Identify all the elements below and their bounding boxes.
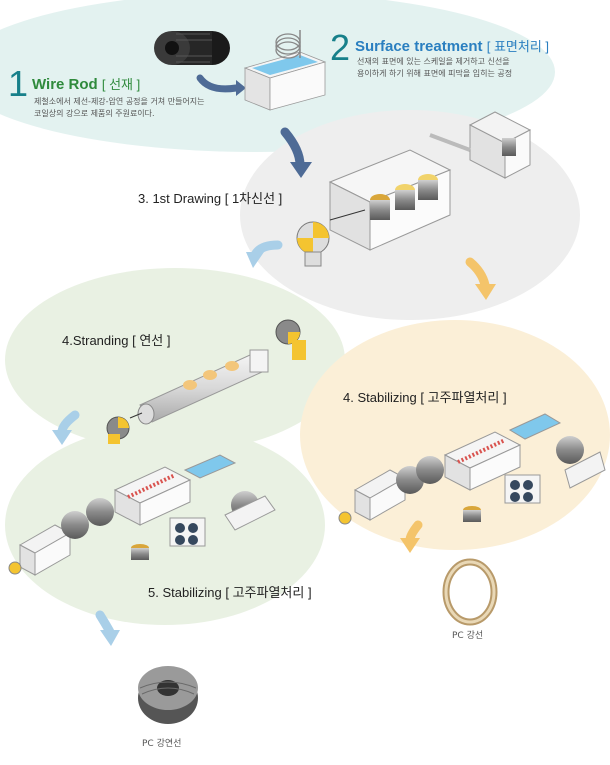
stranding-label-en: 4.Stranding <box>62 333 129 348</box>
surface-title: Surface treatment [ 표면처리 ] <box>355 36 549 55</box>
drawing-label: 3. 1st Drawing [ 1차신선 ] <box>138 188 282 207</box>
arrow-head <box>236 80 246 96</box>
wire-rod-title: Wire Rod [ 선재 ] <box>32 74 140 93</box>
stabilizing-4-line-icon <box>338 413 606 525</box>
stabilizing-5-zone <box>5 425 325 625</box>
stabilizing-4-label: 4. Stabilizing [ 고주파열처리 ] <box>343 387 507 406</box>
pc-wire-label: PC 강선 <box>452 631 484 641</box>
arrow-head <box>400 538 420 553</box>
stabilizing-4-label-en: 4. Stabilizing <box>343 390 417 405</box>
drawing-label-en: 3. 1st Drawing <box>138 191 222 206</box>
pc-strand-coil-icon <box>138 666 198 724</box>
wire-rod-step-number: 1 <box>8 63 29 104</box>
pc-wire-coil-icon <box>442 558 498 626</box>
stranding-zone <box>5 268 345 452</box>
drawing-label-ko: [ 1차신선 ] <box>224 191 283 206</box>
wire-rod-desc-line2: 코일상의 강으로 제품의 주원료이다. <box>34 109 155 118</box>
surface-title-ko: [ 표면처리 ] <box>486 39 550 54</box>
stabilizing-5-label-en: 5. Stabilizing <box>148 585 222 600</box>
stabilizing-4-label-ko: [ 고주파열처리 ] <box>420 390 507 405</box>
wire-rod-title-ko: [ 선재 ] <box>101 77 141 92</box>
surface-step-number: 2 <box>330 27 351 68</box>
surface-treatment-tank-icon <box>243 30 327 111</box>
arrow-head <box>475 284 496 300</box>
stranding-machine-icon <box>106 319 306 444</box>
drawing-machine-icon <box>296 111 532 267</box>
surface-description: 선재의 표면에 있는 스케일을 제거하고 신선을 용이하게 하기 위해 표면에 … <box>357 56 512 80</box>
wire-rod-desc-line1: 제철소에서 제선-제강-압연 공정을 거쳐 만들어지는 <box>34 97 205 106</box>
wire-rod-description: 제철소에서 제선-제강-압연 공정을 거쳐 만들어지는 코일상의 강으로 제품의… <box>34 96 205 120</box>
arrow-head <box>100 630 120 646</box>
pc-strand-label: PC 강연선 <box>142 739 182 749</box>
surface-desc-line2: 용이하게 하기 위해 표면에 피막을 입히는 공정 <box>357 69 513 78</box>
arrow-drawing-to-stabilizing4 <box>465 257 490 290</box>
stabilizing-5-line-icon <box>8 454 276 576</box>
stranding-label-ko: [ 연선 ] <box>132 333 171 348</box>
surface-title-en: Surface treatment <box>355 38 483 55</box>
stabilizing-5-label: 5. Stabilizing [ 고주파열처리 ] <box>148 582 312 601</box>
arrow-rod-to-surface <box>196 74 240 93</box>
stabilizing-5-label-ko: [ 고주파열처리 ] <box>225 585 312 600</box>
stranding-label: 4.Stranding [ 연선 ] <box>62 330 171 349</box>
arrow-head <box>290 162 312 178</box>
surface-desc-line1: 선재의 표면에 있는 스케일을 제거하고 신선을 <box>357 57 510 66</box>
wire-rod-coil-icon <box>154 31 230 65</box>
arrow-head <box>52 430 72 445</box>
wire-rod-title-en: Wire Rod <box>32 76 98 93</box>
arrow-head <box>246 252 264 268</box>
